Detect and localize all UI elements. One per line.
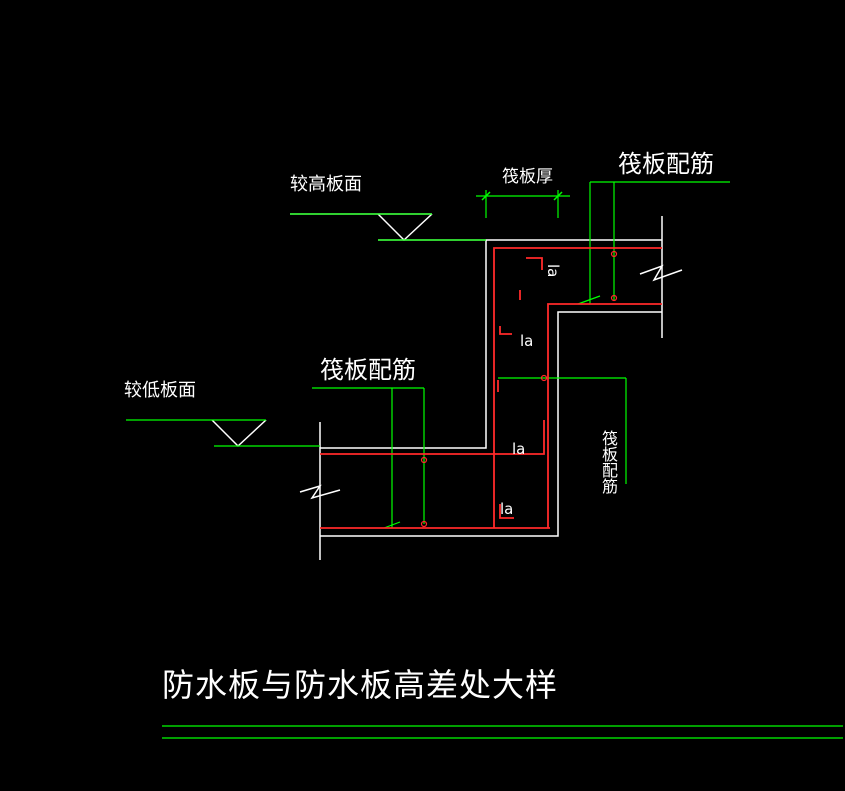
dot-4 bbox=[420, 456, 428, 464]
outline-bottom-step bbox=[320, 311, 662, 537]
outline-top-step bbox=[320, 239, 662, 449]
rebar-top-upper bbox=[493, 247, 662, 528]
rebar-hook-left bbox=[499, 326, 512, 335]
dimension-ticks bbox=[481, 191, 563, 201]
reinforcement bbox=[320, 247, 662, 529]
rebar-hook-top bbox=[526, 257, 543, 270]
dot-3 bbox=[540, 374, 548, 382]
raft-thickness-label: 筏板厚 bbox=[502, 167, 553, 187]
lower-slab-surface-label: 较低板面 bbox=[124, 380, 196, 401]
dot-5 bbox=[420, 520, 428, 528]
right-break-symbol bbox=[639, 264, 683, 282]
rebar-dots bbox=[420, 250, 618, 528]
higher-slab-surface-label: 较高板面 bbox=[290, 174, 362, 195]
rebar-top-lower bbox=[547, 303, 662, 528]
slab-outline bbox=[211, 213, 683, 560]
raft-reinforcement-top-label: 筏板配筋 bbox=[618, 150, 714, 178]
la-label-1: la bbox=[544, 264, 562, 278]
higher-surface-triangle bbox=[377, 213, 433, 242]
left-break-symbol bbox=[299, 484, 341, 500]
rebar-mid bbox=[320, 420, 545, 455]
raft-reinforcement-vertical-label: 筏板配筋 bbox=[599, 430, 618, 494]
dot-2 bbox=[610, 294, 618, 302]
drawing-title: 防水板与防水板高差处大样 bbox=[162, 666, 559, 704]
top-rebar-tick bbox=[577, 295, 601, 305]
lower-surface-triangle bbox=[211, 419, 267, 448]
la-label-4: la bbox=[500, 500, 514, 518]
leader-lines bbox=[126, 181, 843, 739]
mid-rebar-tick bbox=[383, 521, 401, 529]
dot-1 bbox=[610, 250, 618, 258]
la-label-2: la bbox=[520, 332, 534, 350]
la-label-3: la bbox=[512, 440, 526, 458]
raft-reinforcement-mid-label: 筏板配筋 bbox=[320, 356, 416, 384]
rebar-hook-bottom bbox=[499, 504, 514, 519]
